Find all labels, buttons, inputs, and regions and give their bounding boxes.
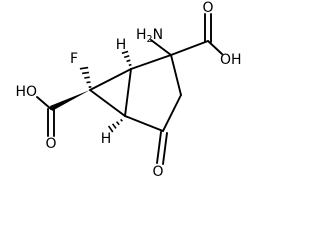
ketone-o: O	[152, 164, 163, 180]
bond-c4-c5	[124, 115, 164, 132]
bond-c4-o-a	[156, 131, 162, 164]
stereo-h-bottom: H	[101, 131, 112, 147]
bond-c3-c4	[162, 94, 182, 132]
right-acid-carbonyl-o: O	[202, 0, 213, 16]
bond-c1-c2	[130, 54, 172, 70]
stereo-h-top: H	[116, 37, 127, 53]
bond-c6-c5	[89, 89, 126, 117]
molecule-structure: H2N O OH F HO O O H H	[15, 0, 242, 180]
hash-bond-c6-f	[79, 66, 92, 88]
left-carboxyl-group	[36, 90, 90, 137]
bond-c1-c6	[89, 68, 132, 91]
right-carboxyl-group	[170, 13, 223, 56]
bond-c2-ccooh	[170, 40, 209, 56]
ketone-double-bond	[156, 131, 168, 165]
wedge-c6-ccooh	[50, 90, 90, 111]
bond-cooh2-oh	[36, 96, 52, 110]
bond-c2-c3	[170, 54, 182, 96]
bond-c5-c1	[124, 68, 132, 117]
hash-bond-c1-h	[121, 50, 132, 67]
bond-c4-o-b	[162, 132, 168, 165]
right-acid-oh: OH	[220, 52, 242, 68]
ring-bonds	[89, 54, 182, 132]
hash-bond-c5-h	[107, 118, 123, 133]
bond-cooh-oh	[207, 40, 223, 55]
left-acid-carbonyl-o: O	[45, 136, 56, 152]
fluorine-label: F	[70, 51, 78, 67]
amino-label: H2N	[136, 27, 163, 45]
left-acid-oh: HO	[15, 84, 37, 100]
bond-c2-n	[150, 39, 172, 56]
